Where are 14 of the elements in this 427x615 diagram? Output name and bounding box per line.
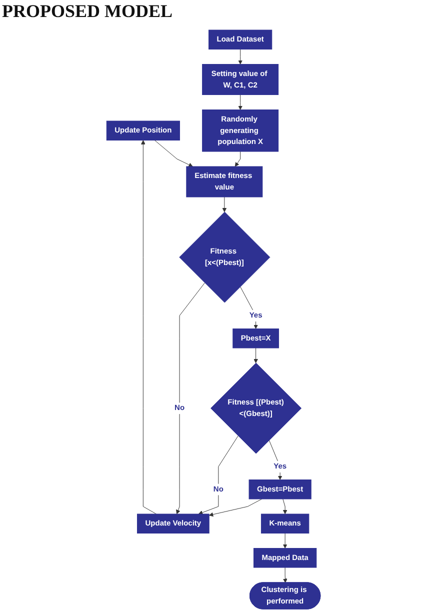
arrow [198,436,238,515]
arrow [254,348,258,364]
arrow [154,140,193,167]
diagram-title: PROPOSED MODEL [2,0,173,22]
arrow [238,94,243,110]
arrow [282,533,288,548]
arrow [208,498,262,517]
arrow [283,567,288,583]
arrow [140,140,157,514]
arrow [238,49,243,64]
arrow [282,498,288,514]
arrow [222,196,227,212]
arrow [176,282,205,514]
arrow [234,151,241,167]
